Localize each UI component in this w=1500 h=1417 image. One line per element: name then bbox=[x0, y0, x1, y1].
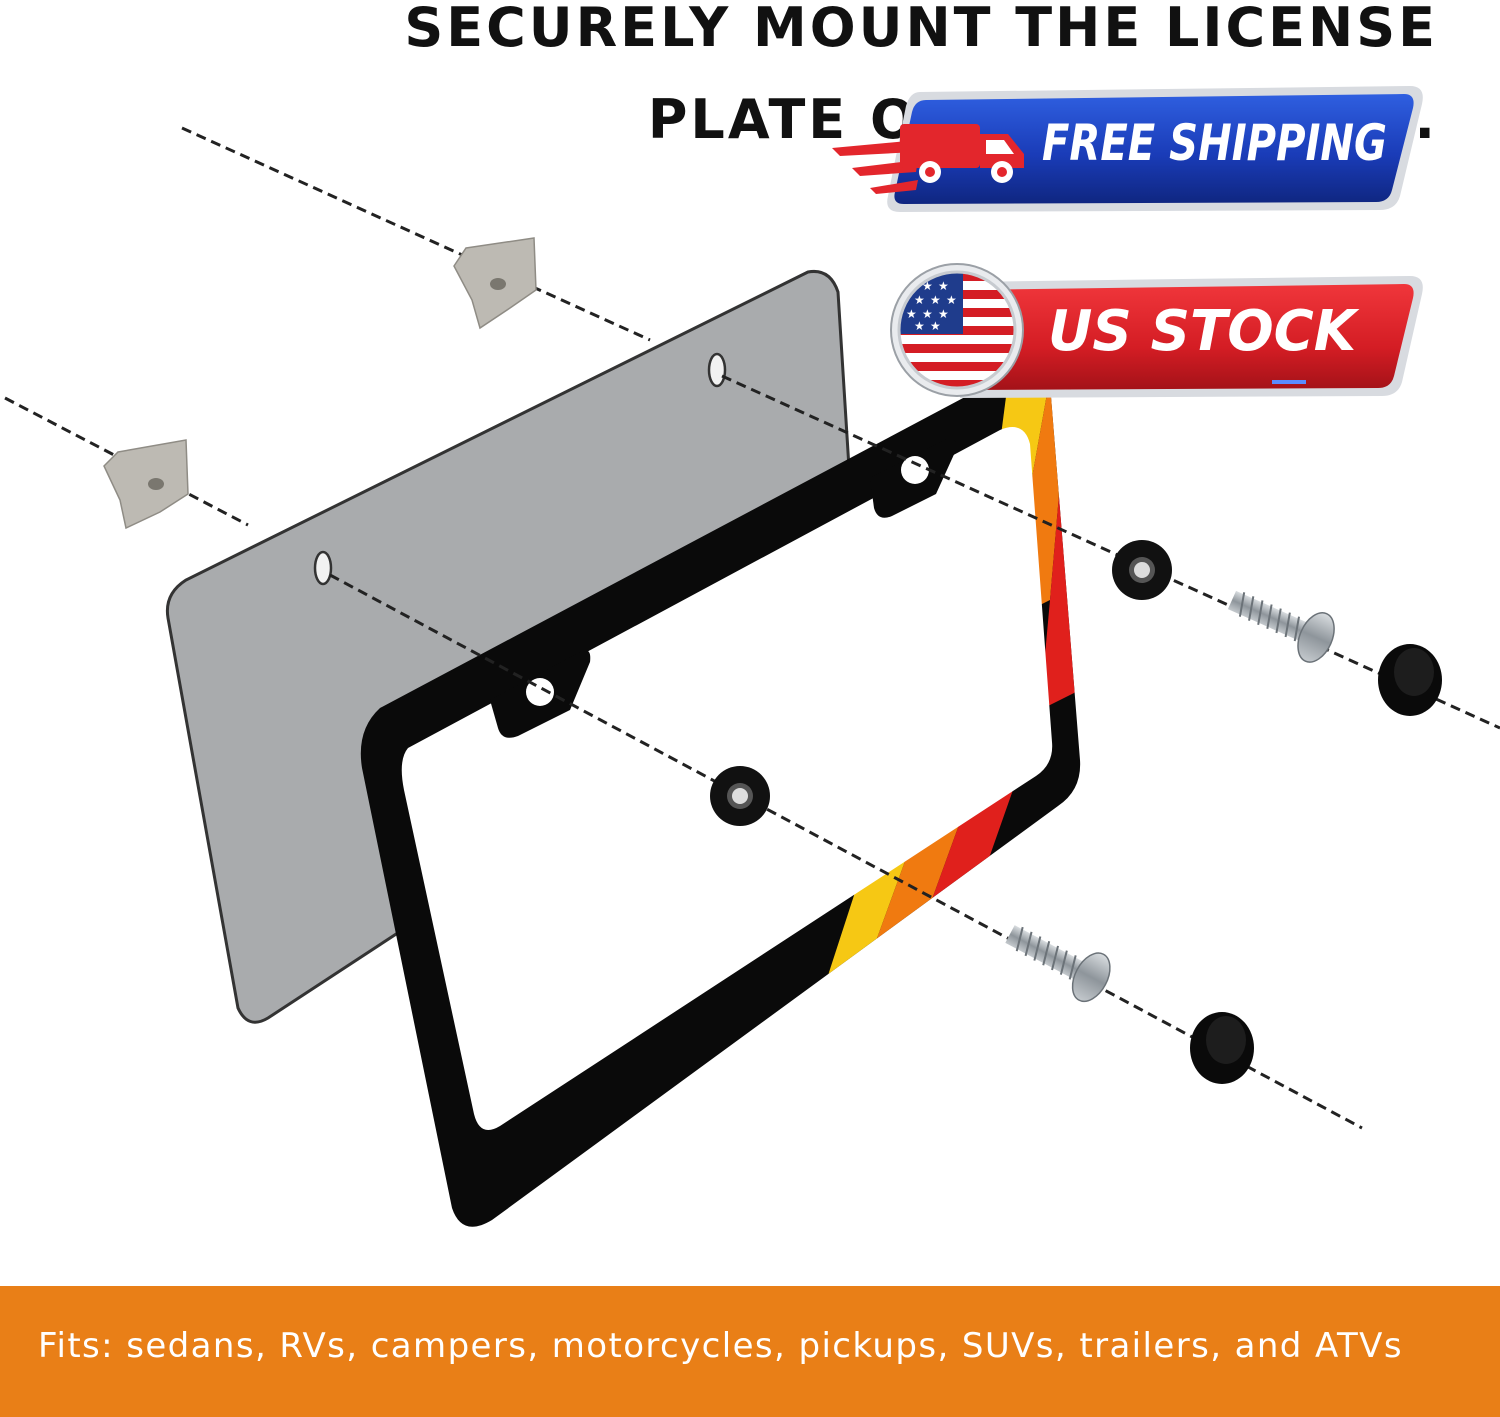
footer-compatibility-text: Fits: sedans, RVs, campers, motorcycles,… bbox=[38, 1326, 1403, 1366]
headline-line-1: SECURELY MOUNT THE LICENSE bbox=[404, 0, 1438, 59]
svg-text:★: ★ bbox=[930, 293, 941, 307]
free-shipping-label: FREE SHIPPING bbox=[1042, 114, 1387, 172]
wall-anchor-left bbox=[103, 439, 189, 530]
us-stock-label: US STOCK bbox=[1048, 299, 1360, 364]
spacer-right bbox=[1112, 540, 1172, 600]
svg-text:★: ★ bbox=[914, 319, 925, 333]
svg-text:★: ★ bbox=[914, 293, 925, 307]
svg-text:★: ★ bbox=[922, 279, 933, 293]
plate-hole-top bbox=[707, 352, 727, 388]
us-stock-badge: ★★★ ★★★ ★★★ ★★ US STOCK bbox=[890, 263, 1423, 398]
plate-hole-left bbox=[313, 550, 333, 586]
frame-hole-top bbox=[901, 456, 929, 484]
svg-text:★: ★ bbox=[938, 279, 949, 293]
truck-icon bbox=[900, 124, 1024, 183]
footer-banner: Fits: sedans, RVs, campers, motorcycles,… bbox=[0, 1286, 1500, 1417]
screw-cap-upper bbox=[1378, 644, 1442, 716]
spacer-left bbox=[710, 766, 770, 826]
screw-upper bbox=[1227, 590, 1335, 663]
screw-cap-lower bbox=[1190, 1012, 1254, 1084]
svg-text:★: ★ bbox=[922, 307, 933, 321]
free-shipping-badge: FREE SHIPPING bbox=[832, 86, 1423, 212]
us-flag-icon: ★★★ ★★★ ★★★ ★★ bbox=[890, 263, 1024, 397]
screw-lower bbox=[1005, 925, 1111, 1003]
svg-text:★: ★ bbox=[906, 307, 917, 321]
svg-text:★: ★ bbox=[946, 293, 957, 307]
svg-text:★: ★ bbox=[930, 319, 941, 333]
svg-text:★: ★ bbox=[938, 307, 949, 321]
guide-lines-front bbox=[329, 374, 1500, 1130]
mounting-illustration: FREE SHIPPING ★★★ ★★★ ★★★ bbox=[4, 86, 1500, 1227]
wall-anchor-top bbox=[453, 237, 537, 330]
